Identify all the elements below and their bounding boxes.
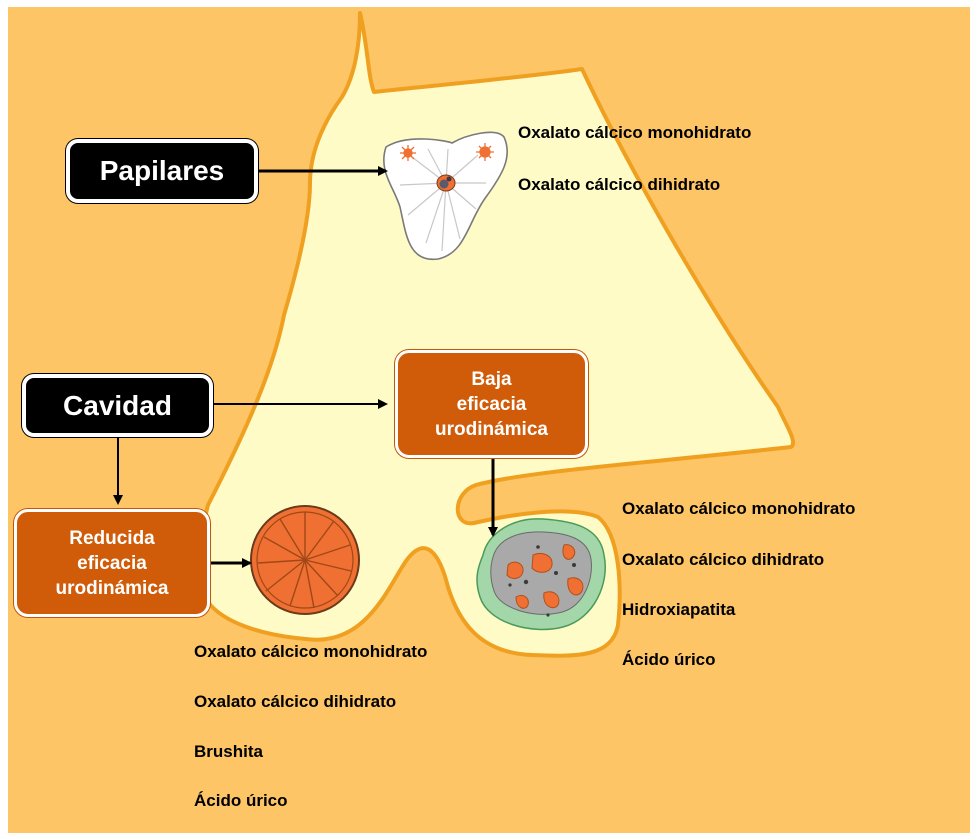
list-item: Oxalato cálcico dihidrato	[194, 692, 397, 711]
list-item: Hidroxiapatita	[622, 600, 736, 619]
diagram-canvas: Papilares Cavidad Baja eficacia urodinám…	[8, 7, 970, 833]
papillary-crystal-right	[476, 143, 494, 161]
cavity-stone	[250, 505, 360, 615]
reduced-efficacy-line-3: urodinámica	[55, 577, 169, 599]
list-item: Brushita	[194, 742, 263, 761]
list-item: Oxalato cálcico monohidrato	[194, 642, 428, 661]
list-item: Oxalato cálcico monohidrato	[518, 123, 752, 142]
low-efficacy-line-2: eficacia	[456, 393, 527, 415]
list-item: Ácido úrico	[622, 650, 716, 669]
list-item: Ácido úrico	[194, 791, 288, 810]
reduced-efficacy-box: Reducida eficacia urodinámica	[14, 509, 210, 617]
diagram-graphics	[113, 11, 796, 658]
cavidad-label: Cavidad	[63, 389, 172, 421]
cavidad-box: Cavidad	[22, 374, 213, 437]
papillary-nucleus	[436, 174, 456, 192]
papilares-box: Papilares	[66, 139, 258, 203]
list-item: Oxalato cálcico dihidrato	[518, 175, 721, 194]
renal-cavity-shape	[200, 11, 796, 658]
list-item: Oxalato cálcico monohidrato	[622, 499, 856, 518]
papilares-label: Papilares	[99, 155, 225, 186]
low-efficacy-box: Baja eficacia urodinámica	[395, 350, 588, 458]
papillary-crystal-left	[400, 145, 416, 161]
list-item: Oxalato cálcico dihidrato	[622, 550, 825, 569]
renal-papilla	[383, 131, 509, 261]
mixed-calculus	[476, 518, 606, 631]
reduced-efficacy-line-2: eficacia	[77, 552, 147, 574]
low-efficacy-line-3: urodinámica	[435, 418, 548, 440]
reduced-efficacy-line-1: Reducida	[69, 527, 155, 549]
low-efficacy-line-1: Baja	[471, 368, 512, 390]
